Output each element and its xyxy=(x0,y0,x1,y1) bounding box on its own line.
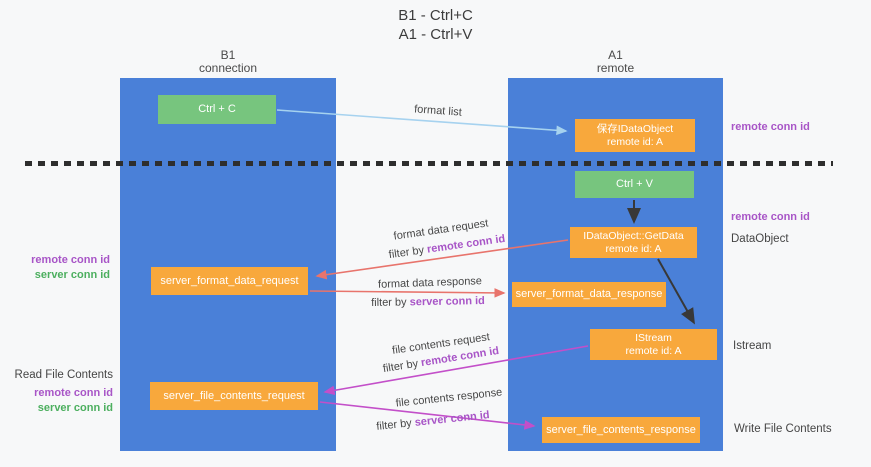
server-format-data-response-label: server_format_data_response xyxy=(515,288,663,300)
istream-line2: remote id: A xyxy=(625,344,682,357)
left-conn-id-annotations: remote conn id server conn id xyxy=(0,253,110,283)
istream-annotation: Istream xyxy=(733,340,772,352)
file-contents-response-arrow xyxy=(319,401,536,430)
getdata-line1: IDataObject::GetData xyxy=(583,229,684,242)
server-format-data-response-node: server_format_data_response xyxy=(512,282,666,307)
save-dataobject-node: 保存IDataObject remote id: A xyxy=(575,119,695,152)
read-file-contents-annotations: Read File Contents remote conn id server… xyxy=(0,368,113,416)
server-conn-id-annotation-bottom-left: server conn id xyxy=(37,402,113,414)
format-list-arrow xyxy=(276,109,568,136)
remote-conn-id-annotation-bottom-left: remote conn id xyxy=(34,387,113,399)
getdata-to-istream-arrow xyxy=(657,258,695,325)
save-dataobject-line1: 保存IDataObject xyxy=(596,122,674,135)
ctrl-c-node: Ctrl + C xyxy=(158,95,276,124)
dataobject-annotation: DataObject xyxy=(731,233,789,245)
remote-conn-id-annotation-top: remote conn id xyxy=(731,121,810,133)
ctrl-v-node: Ctrl + V xyxy=(575,171,694,198)
ctrl-c-label: Ctrl + C xyxy=(198,103,236,115)
remote-conn-id-annotation-mid: remote conn id xyxy=(731,211,810,223)
right-column-header: A1 remote xyxy=(508,49,723,75)
read-file-contents-annotation: Read File Contents xyxy=(14,369,113,381)
server-conn-id-annotation-left: server conn id xyxy=(34,269,110,281)
left-column-role: connection xyxy=(198,61,258,75)
istream-node: IStream remote id: A xyxy=(590,329,717,360)
diagram-title: B1 - Ctrl+C A1 - Ctrl+V xyxy=(0,6,871,44)
server-file-contents-response-label: server_file_contents_response xyxy=(546,423,696,436)
format-data-request-arrow xyxy=(315,239,569,280)
right-column-name: A1 xyxy=(608,48,623,62)
getdata-node: IDataObject::GetData remote id: A xyxy=(570,227,697,258)
server-conn-id-text: server conn id xyxy=(409,295,485,309)
format-data-response-filter-label: filter by server conn id xyxy=(371,295,485,309)
session-separator-dashed-line xyxy=(25,161,833,166)
ctrl-v-label: Ctrl + V xyxy=(616,178,653,190)
title-line-1: B1 - Ctrl+C xyxy=(398,7,473,24)
format-data-response-arrow xyxy=(309,288,506,298)
server-format-data-request-label: server_format_data_request xyxy=(160,274,299,287)
server-file-contents-request-label: server_file_contents_request xyxy=(163,389,305,402)
file-contents-request-arrow xyxy=(323,345,589,396)
istream-line1: IStream xyxy=(635,331,672,344)
write-file-contents-annotation: Write File Contents xyxy=(734,423,832,435)
right-column-role: remote xyxy=(596,61,635,75)
getdata-line2: remote id: A xyxy=(605,242,662,255)
server-file-contents-response-node: server_file_contents_response xyxy=(542,417,700,443)
remote-conn-id-annotation-left: remote conn id xyxy=(31,254,110,266)
left-column-name: B1 xyxy=(220,48,236,62)
server-file-contents-request-node: server_file_contents_request xyxy=(150,382,318,410)
filter-by-text: filter by xyxy=(371,296,407,309)
left-column-header: B1 connection xyxy=(120,49,336,75)
title-line-2: A1 - Ctrl+V xyxy=(398,26,473,43)
server-format-data-request-node: server_format_data_request xyxy=(151,267,308,295)
save-dataobject-line2: remote id: A xyxy=(606,135,664,148)
